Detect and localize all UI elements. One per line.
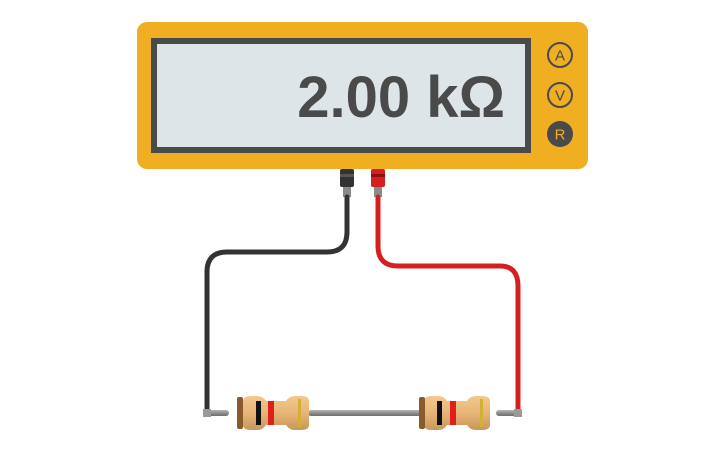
resistor-1-band-1 — [237, 397, 243, 429]
red-probe-pin — [374, 187, 382, 197]
resistor-1-band-2 — [256, 401, 261, 425]
mode-button-voltmeter[interactable]: V — [547, 82, 573, 108]
black-wire-terminal — [203, 409, 211, 417]
resistor-2-band-3 — [450, 401, 456, 425]
black-probe-plug — [340, 169, 354, 187]
display-screen — [157, 44, 525, 147]
multimeter: 2.00 kΩ A V R — [137, 22, 588, 169]
voltmeter-label: V — [555, 88, 565, 105]
black-probe-connector-icon[interactable] — [340, 169, 354, 197]
ohmmeter-button-circle — [547, 121, 573, 147]
red-probe-plug — [371, 169, 385, 187]
voltmeter-button-circle — [547, 82, 573, 108]
ammeter-label: A — [555, 48, 565, 65]
resistor-2-band-4 — [480, 399, 483, 427]
red-probe-connector-icon[interactable] — [371, 169, 385, 197]
red-wire-terminal — [514, 409, 522, 417]
black-wire[interactable] — [204, 194, 350, 416]
mode-button-ammeter[interactable]: A — [547, 42, 573, 68]
red-wire[interactable] — [375, 194, 521, 416]
display-reading: 2.00 kΩ — [297, 65, 505, 130]
ammeter-button-circle — [547, 42, 573, 68]
middle-lead — [308, 410, 422, 416]
resistor-2-band-2 — [437, 401, 442, 425]
ohmmeter-label: R — [555, 127, 566, 144]
mode-button-ohmmeter[interactable]: R — [547, 121, 573, 147]
red-probe-plug-stripe — [371, 174, 385, 177]
resistor-2[interactable] — [419, 396, 490, 430]
black-probe-plug-stripe — [340, 174, 354, 177]
resistor-1[interactable] — [237, 396, 309, 430]
resistor-1-band-4 — [298, 399, 301, 427]
black-probe-pin — [343, 187, 351, 197]
resistor-1-band-3 — [268, 401, 274, 425]
resistor-2-band-1 — [419, 397, 425, 429]
